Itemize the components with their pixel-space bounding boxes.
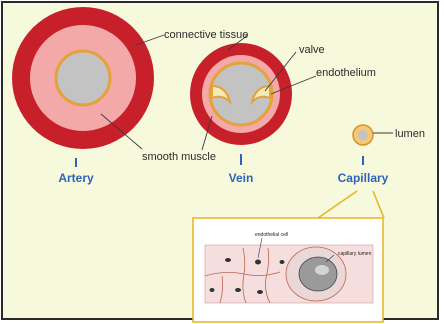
capillary-inset: endothelial cell capillary lumen bbox=[193, 218, 383, 322]
label-connective-tissue: connective tissue bbox=[164, 29, 248, 41]
vessel-name-artery: Artery bbox=[58, 171, 94, 185]
capillary-cross-section bbox=[353, 125, 373, 145]
inset-label-endothelial-cell: endothelial cell bbox=[255, 232, 288, 238]
vessel-name-capillary: Capillary bbox=[338, 171, 389, 185]
label-smooth-muscle: smooth muscle bbox=[142, 151, 216, 163]
inset-label-capillary-lumen: capillary lumen bbox=[338, 251, 372, 257]
name-ticks bbox=[76, 154, 363, 167]
inset-lumen-highlight bbox=[315, 265, 329, 275]
inset-callout bbox=[318, 191, 384, 218]
artery-lumen bbox=[56, 51, 110, 105]
label-lumen: lumen bbox=[395, 128, 425, 140]
vein-cross-section bbox=[190, 43, 292, 145]
label-valve: valve bbox=[299, 44, 325, 56]
label-endothelium: endothelium bbox=[316, 67, 376, 79]
artery-cross-section bbox=[12, 7, 154, 149]
capillary-lumen bbox=[358, 130, 368, 140]
vessel-name-vein: Vein bbox=[229, 171, 254, 185]
